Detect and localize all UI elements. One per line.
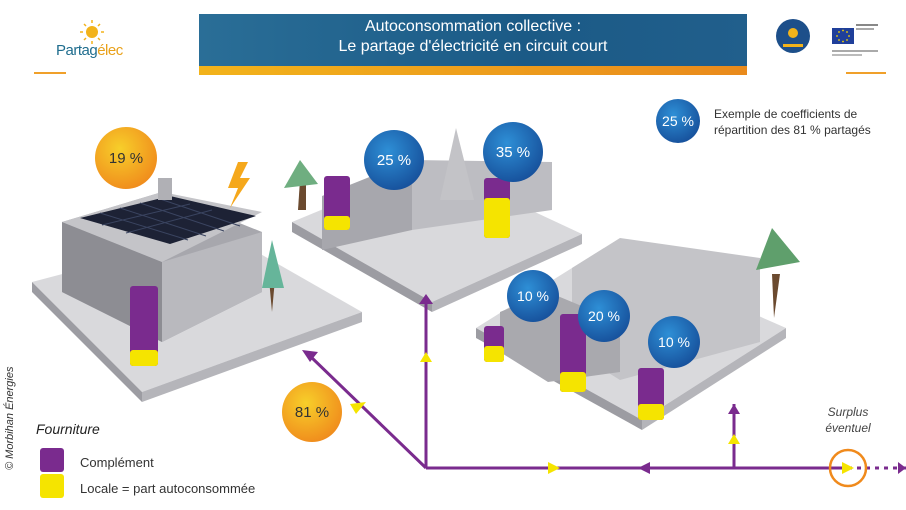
title-banner-underline xyxy=(199,66,747,75)
solar-panels xyxy=(80,196,256,244)
flow-arrows xyxy=(302,294,906,474)
legend-title: Fourniture xyxy=(36,421,100,437)
legend-label-complement: Complément xyxy=(80,455,154,470)
badge-producer: 19 % xyxy=(95,127,157,189)
copyright-credit: © Morbihan Énergies xyxy=(4,366,16,471)
logo-text: Partagélec xyxy=(56,42,123,59)
legend-label-locale: Locale = part autoconsommée xyxy=(80,481,256,496)
producer-building xyxy=(32,162,362,402)
badge-label: 81 % xyxy=(295,404,329,421)
lightning-icon xyxy=(228,162,250,208)
badge-house-2: 35 % xyxy=(483,122,543,182)
badge-label: 35 % xyxy=(496,144,530,161)
tree-icon xyxy=(756,228,800,270)
title-line-1: Autoconsommation collective : xyxy=(364,18,582,35)
legend-swatch-locale xyxy=(40,474,64,498)
tree-icon xyxy=(284,160,318,188)
badge-unit-1: 10 % xyxy=(507,270,559,322)
example-note-line-1: Exemple de coefficients de xyxy=(714,107,858,121)
example-note-line-2: répartition des 81 % partagés xyxy=(714,123,871,137)
badge-label: 10 % xyxy=(658,334,690,350)
surplus-line-2: éventuel xyxy=(825,421,871,435)
title-line-2: Le partage d'électricité en circuit cour… xyxy=(338,38,608,55)
surplus-marker xyxy=(828,448,868,488)
badge-label: 10 % xyxy=(517,288,549,304)
badge-label: 20 % xyxy=(588,308,620,324)
example-note: Exemple de coefficients de répartition d… xyxy=(714,106,894,138)
badge-house-1: 25 % xyxy=(364,130,424,190)
badge-label: 19 % xyxy=(109,150,143,167)
badge-total-shared: 81 % xyxy=(282,382,342,442)
divider xyxy=(34,72,66,74)
surplus-line-1: Surplus xyxy=(827,405,869,419)
houses-block xyxy=(284,128,582,312)
divider xyxy=(846,72,886,74)
badge-label: 25 % xyxy=(377,152,411,169)
badge-legend-example: 25 % xyxy=(656,99,700,143)
sun-icon xyxy=(80,20,104,44)
energy-sharing-scene: 19 % 81 % 25 % 25 % 35 % 10 % 20 % 10 % xyxy=(32,99,906,488)
morbihan-energies-logo xyxy=(775,18,811,58)
badge-unit-2: 20 % xyxy=(578,290,630,342)
chapel-spire xyxy=(440,128,474,200)
badge-label: 25 % xyxy=(662,113,694,129)
legend-swatch-complement xyxy=(40,448,64,472)
partagelec-logo xyxy=(34,12,154,72)
consumption-bars xyxy=(130,176,664,420)
badge-unit-3: 10 % xyxy=(648,316,700,368)
surplus-label: Surplus éventuel xyxy=(808,404,888,436)
tree-icon xyxy=(262,240,284,288)
chimney xyxy=(158,178,172,200)
title-banner xyxy=(199,14,747,66)
eu-flag-logo xyxy=(830,18,882,62)
